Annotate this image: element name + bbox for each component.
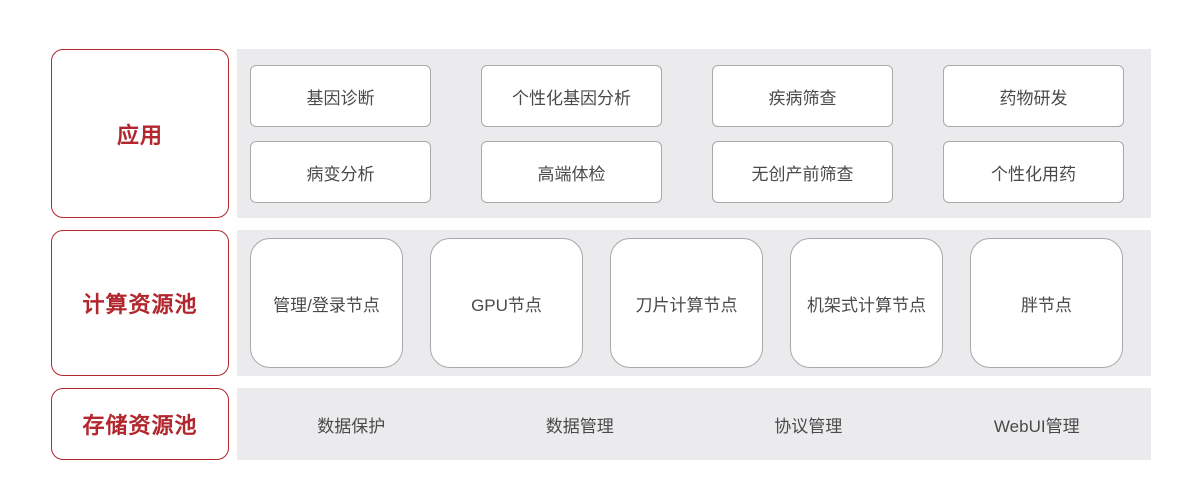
app-item-drug-rd: 药物研发	[943, 65, 1124, 127]
app-item-nipt-screening: 无创产前筛查	[712, 141, 893, 203]
app-item-lesion-analysis: 病变分析	[250, 141, 431, 203]
app-layer-label: 应用	[51, 49, 229, 218]
app-item-disease-screening: 疾病筛查	[712, 65, 893, 127]
storage-item-data-management: 数据管理	[545, 416, 614, 436]
compute-node-rack: 机架式计算节点	[790, 238, 943, 368]
app-item-premium-checkup: 高端体检	[481, 141, 662, 203]
storage-item-protocol-management: 协议管理	[774, 416, 843, 436]
storage-layer-label: 存储资源池	[51, 388, 229, 460]
storage-layer-panel: 数据保护 数据管理 协议管理 WebUI管理	[237, 388, 1151, 460]
storage-item-webui-management: WebUI管理	[993, 416, 1080, 436]
compute-node-mgmt-login: 管理/登录节点	[250, 238, 403, 368]
storage-item-data-protection: 数据保护	[317, 416, 386, 436]
app-item-gene-diagnosis: 基因诊断	[250, 65, 431, 127]
app-item-personal-gene-analysis: 个性化基因分析	[481, 65, 662, 127]
compute-layer-panel: 管理/登录节点 GPU节点 刀片计算节点 机架式计算节点 胖节点	[237, 230, 1151, 376]
compute-layer-label: 计算资源池	[51, 230, 229, 376]
app-layer-panel: 基因诊断 个性化基因分析 疾病筛查 药物研发 病变分析 高端体检 无创产前筛查 …	[237, 49, 1151, 218]
compute-node-gpu: GPU节点	[430, 238, 583, 368]
app-item-personal-medication: 个性化用药	[943, 141, 1124, 203]
compute-node-blade: 刀片计算节点	[610, 238, 763, 368]
compute-node-fat: 胖节点	[970, 238, 1123, 368]
